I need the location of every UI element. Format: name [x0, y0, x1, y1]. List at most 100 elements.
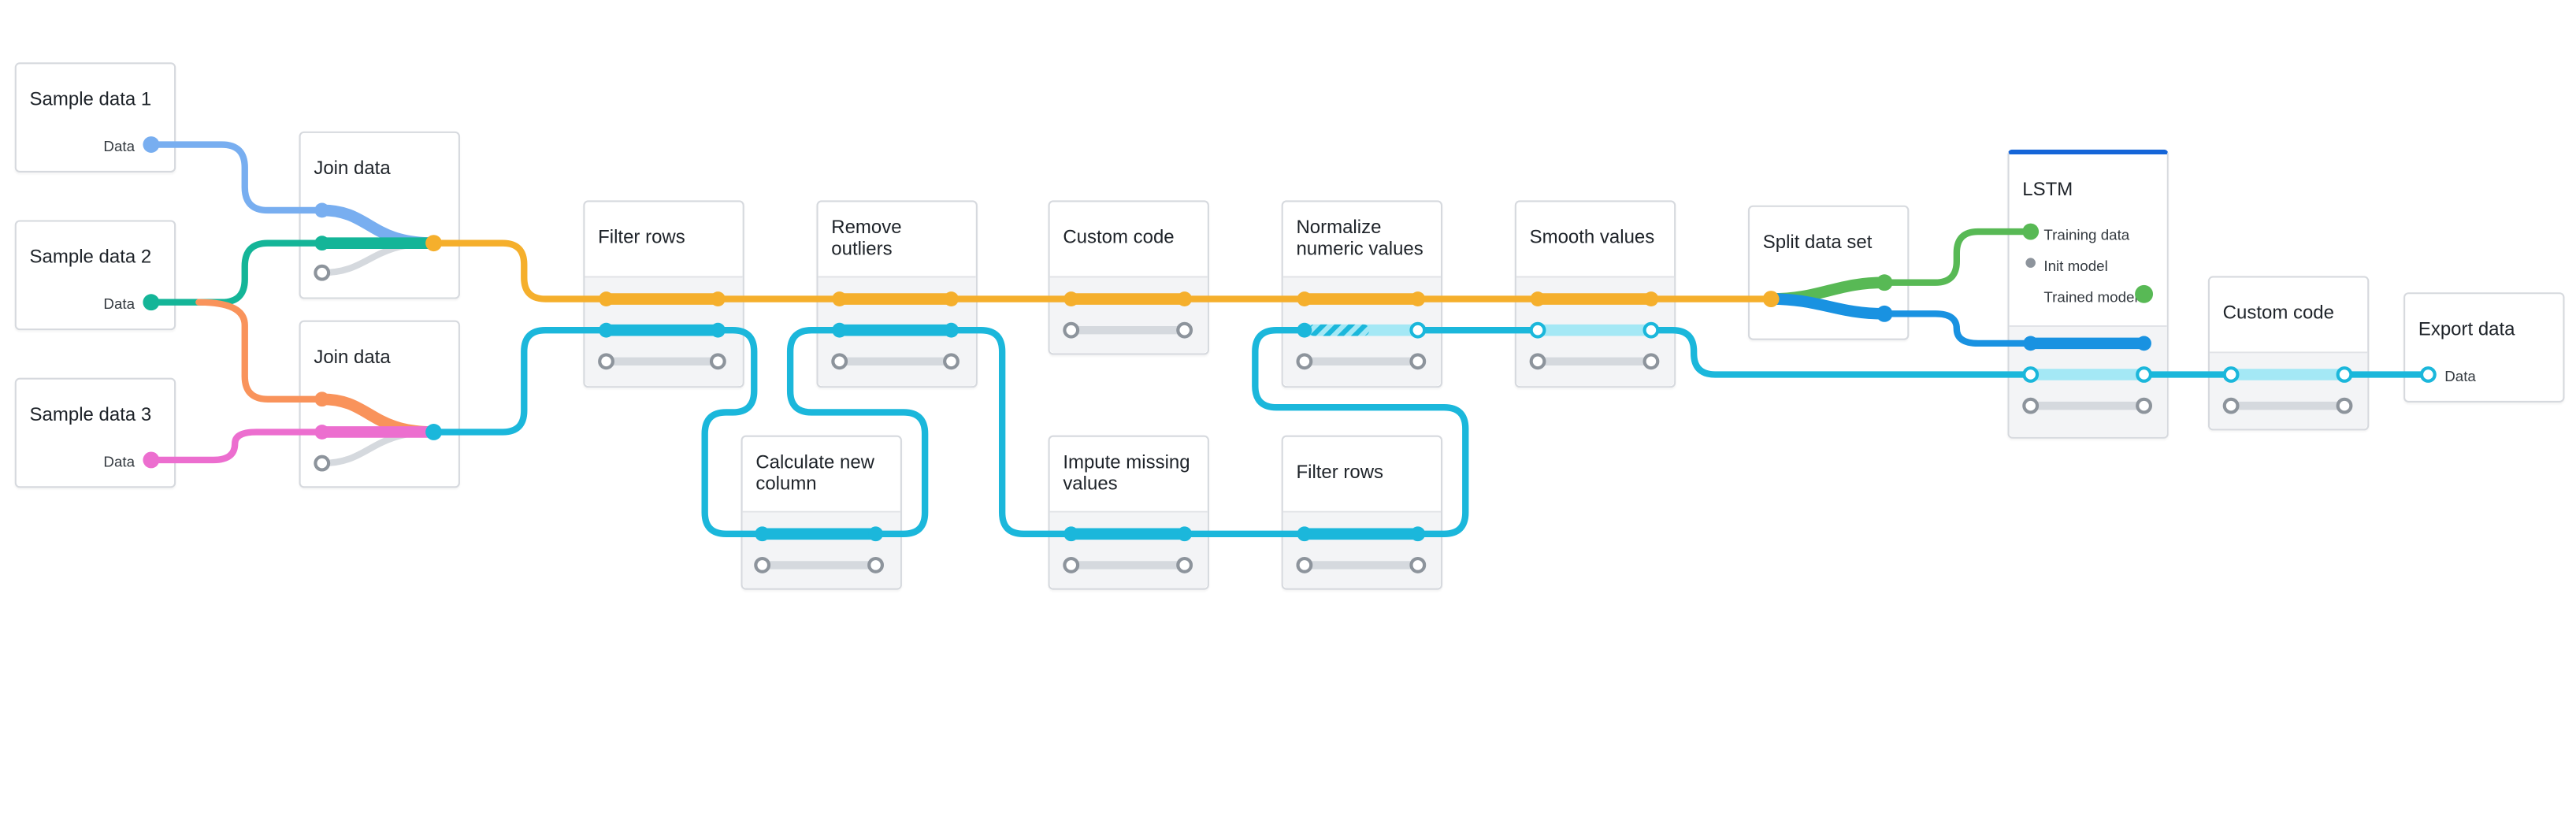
- port-empty[interactable]: [1409, 353, 1427, 370]
- port-cyan-hollow[interactable]: [2136, 366, 2153, 383]
- port-orange[interactable]: [1063, 291, 1079, 306]
- port-empty[interactable]: [754, 556, 771, 573]
- port-cyan[interactable]: [599, 322, 614, 338]
- port-join1-in1[interactable]: [314, 202, 330, 218]
- port-cyan-hollow[interactable]: [2336, 366, 2353, 383]
- node-port-tray: [1049, 510, 1208, 588]
- port-cyan[interactable]: [710, 322, 726, 338]
- port-cyan-hollow[interactable]: [1642, 321, 1660, 339]
- port-empty[interactable]: [1409, 556, 1427, 573]
- wire-sample2-join1: [147, 239, 325, 306]
- port-join2-in2[interactable]: [314, 425, 330, 440]
- port-empty[interactable]: [943, 353, 960, 370]
- port-label-init-model: Init model: [2043, 258, 2108, 275]
- node-sample-data-2[interactable]: Sample data 2 Data: [14, 220, 176, 331]
- port-empty[interactable]: [314, 264, 331, 281]
- wire-sample3-join2: [147, 429, 325, 464]
- node-split-data-set[interactable]: Split data set: [1747, 205, 1910, 340]
- port-orange[interactable]: [599, 291, 614, 306]
- port-label-training-data: Training data: [2043, 226, 2130, 243]
- port-orange[interactable]: [1643, 291, 1659, 306]
- port-cyan-hollow[interactable]: [2222, 366, 2240, 383]
- port-sample1-out[interactable]: [143, 136, 160, 153]
- port-cyan[interactable]: [1177, 526, 1193, 542]
- port-empty[interactable]: [2022, 397, 2040, 414]
- node-title: Sample data 1: [29, 90, 152, 110]
- node-sample-data-1[interactable]: Sample data 1 Data: [14, 62, 176, 173]
- node-export-data[interactable]: Export data Data: [2403, 292, 2565, 403]
- port-cyan[interactable]: [755, 526, 770, 542]
- port-empty[interactable]: [831, 353, 848, 370]
- node-port-tray: [1282, 510, 1441, 588]
- wire-orange-main: [430, 239, 1775, 302]
- port-cyan-hollow[interactable]: [2022, 366, 2040, 383]
- node-title: Sample data 3: [29, 406, 152, 426]
- node-title: Export data: [2418, 320, 2515, 340]
- node-title: LSTM: [2022, 180, 2073, 201]
- port-lstm-init-model[interactable]: [2025, 258, 2036, 268]
- port-empty[interactable]: [1296, 556, 1313, 573]
- node-title: Join data: [314, 348, 391, 369]
- port-orange[interactable]: [1530, 291, 1546, 306]
- port-empty[interactable]: [1176, 556, 1193, 573]
- ports-hollow: [314, 264, 2437, 573]
- port-label-trained-model: Trained model: [2043, 289, 2138, 306]
- node-title: Filter rows: [598, 228, 685, 248]
- port-cyan-hollow[interactable]: [1529, 321, 1546, 339]
- node-title: Filter rows: [1296, 463, 1384, 484]
- node-join-data-1[interactable]: Join data: [299, 131, 460, 299]
- cyan-track: [600, 324, 1424, 540]
- port-join2-out[interactable]: [425, 424, 442, 440]
- node-title: Calculate new column: [755, 453, 874, 495]
- port-split-in[interactable]: [1762, 291, 1780, 307]
- port-empty[interactable]: [1296, 353, 1313, 370]
- port-sample3-out[interactable]: [143, 451, 160, 469]
- port-blue[interactable]: [2136, 336, 2151, 351]
- port-orange[interactable]: [1410, 291, 1426, 306]
- port-join1-in2[interactable]: [314, 236, 330, 251]
- node-title: Custom code: [1063, 228, 1175, 248]
- port-export-data-in[interactable]: [2419, 366, 2437, 383]
- port-empty[interactable]: [1642, 353, 1660, 370]
- port-cyan[interactable]: [1297, 322, 1312, 338]
- node-title: Sample data 2: [29, 247, 152, 268]
- port-join2-in1[interactable]: [314, 391, 330, 407]
- node-title: Normalize numeric values: [1296, 218, 1423, 260]
- port-empty[interactable]: [709, 353, 726, 370]
- node-sample-data-3[interactable]: Sample data 3 Data: [14, 377, 176, 488]
- port-lstm-trained-model[interactable]: [2135, 284, 2154, 303]
- port-orange[interactable]: [832, 291, 848, 306]
- port-orange[interactable]: [1297, 291, 1312, 306]
- port-cyan[interactable]: [1063, 526, 1079, 542]
- port-split-out-blue[interactable]: [1876, 305, 1893, 322]
- port-orange[interactable]: [1177, 291, 1193, 306]
- port-join1-out[interactable]: [425, 235, 442, 252]
- port-label-data: Data: [103, 295, 135, 313]
- port-cyan[interactable]: [944, 322, 959, 338]
- port-empty[interactable]: [867, 556, 884, 573]
- node-title: Split data set: [1762, 233, 1873, 254]
- port-empty[interactable]: [1063, 556, 1080, 573]
- wire-sample2-join2: [195, 299, 325, 403]
- port-sample2-out[interactable]: [143, 294, 160, 311]
- wire-split-lstm-blue: [1880, 310, 2147, 347]
- port-empty[interactable]: [314, 455, 331, 472]
- port-empty[interactable]: [1063, 321, 1080, 339]
- port-orange[interactable]: [944, 291, 959, 306]
- port-split-out-green[interactable]: [1876, 274, 1893, 291]
- port-empty[interactable]: [2222, 397, 2240, 414]
- port-empty[interactable]: [1529, 353, 1546, 370]
- port-cyan-hollow[interactable]: [1409, 321, 1427, 339]
- port-lstm-training-data[interactable]: [2022, 223, 2040, 240]
- port-cyan[interactable]: [1297, 526, 1312, 542]
- port-empty[interactable]: [2136, 397, 2153, 414]
- port-empty[interactable]: [2336, 397, 2353, 414]
- port-empty[interactable]: [598, 353, 614, 370]
- port-blue[interactable]: [2023, 336, 2039, 351]
- port-orange[interactable]: [710, 291, 726, 306]
- port-cyan[interactable]: [832, 322, 848, 338]
- port-empty[interactable]: [1176, 321, 1193, 339]
- port-label-data: Data: [103, 138, 135, 155]
- port-cyan[interactable]: [868, 526, 883, 542]
- port-cyan[interactable]: [1410, 526, 1426, 542]
